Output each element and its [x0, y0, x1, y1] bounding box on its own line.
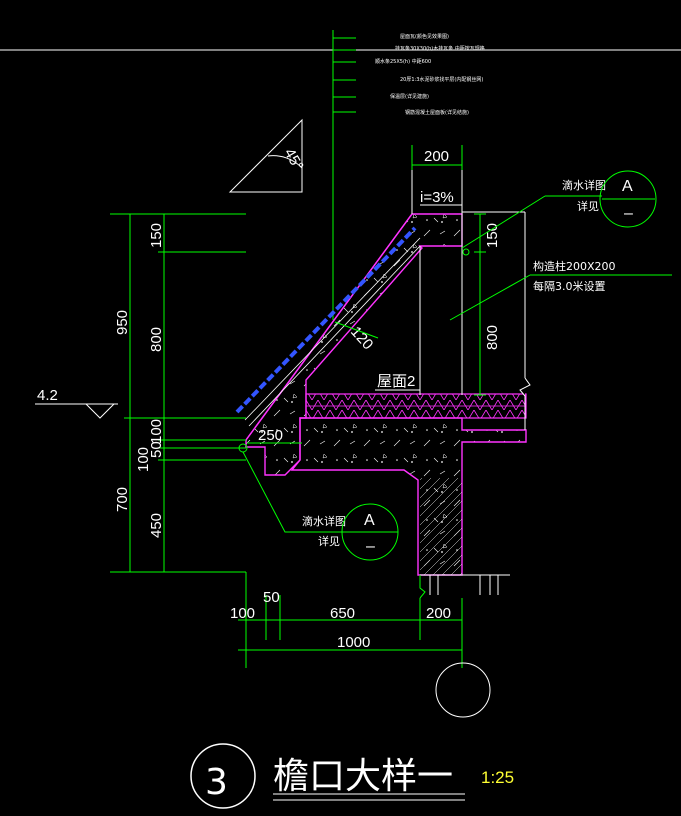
bottom-dim: 200: [426, 605, 451, 622]
layer-note: 屋面瓦(颜色见效果图): [400, 33, 449, 40]
right-dimensions: 150 800: [474, 213, 501, 396]
slope-label: i=3%: [420, 189, 454, 206]
drawing-number: 3: [205, 762, 228, 803]
right-dim-label: 150: [484, 223, 501, 248]
layer-note: 钢筋混凝土屋面板(详见结施): [405, 109, 469, 116]
left-dim-labels: 950 700 150 800 100 100 50 450: [114, 223, 165, 538]
left-detail-dim: 450: [148, 513, 165, 538]
column-note-line: 构造柱200X200: [533, 259, 616, 273]
layer-note: 顺水条25X5(h) 中距600: [375, 58, 431, 65]
bottom-total-dim: 1000: [337, 634, 370, 651]
column-note: 构造柱200X200 每隔3.0米设置: [449, 259, 672, 321]
top-dimension: 200: [411, 145, 463, 170]
elevation-label: 4.2: [37, 387, 58, 404]
wall-lines: [411, 150, 531, 430]
drip-callout-top: 滴水详图 详见 A –: [461, 170, 657, 256]
left-detail-dim: 100: [135, 447, 152, 472]
drip-callout-sub: 详见: [318, 534, 340, 548]
drip-callout-title: 滴水详图: [302, 514, 346, 528]
drip-ref-letter: A: [364, 512, 375, 529]
layer-notes-leader: [332, 30, 356, 320]
bottom-dim: 50: [263, 589, 280, 606]
drawing-scale: 1:25: [481, 768, 514, 787]
elevation-mark: 4.2: [35, 387, 118, 419]
left-detail-dim: 150: [148, 223, 165, 248]
drawing-title: 檐口大样一: [273, 756, 453, 797]
left-detail-dim: 100: [148, 419, 165, 444]
drawing-title-block: 3 檐口大样一 1:25: [190, 743, 514, 809]
drip-callout-title: 滴水详图: [562, 178, 606, 192]
bottom-dim: 650: [330, 605, 355, 622]
drip-callout-sub: 详见: [577, 199, 599, 213]
drip-callout-bottom: 滴水详图 详见 A –: [238, 443, 399, 561]
left-detail-dim: 50: [148, 441, 165, 458]
angle-label: 45°: [281, 146, 307, 174]
bottom-dim: 100: [230, 605, 255, 622]
foundation-marks: [419, 574, 510, 599]
drip-ref-sheet: –: [366, 538, 375, 555]
roof-tile-layer: [235, 226, 421, 427]
layer-note: 挂瓦条30X30(h)木挂瓦条 中距按瓦规格: [395, 45, 485, 52]
bottom-dim-labels: 100 50 650 200 1000: [230, 589, 451, 651]
left-overall-dim: 700: [114, 487, 131, 512]
layer-note: 保温层(详见建施): [390, 93, 429, 100]
drip-ref-letter: A: [622, 178, 633, 195]
layer-note: 20厚1:3水泥砂浆找平层(内配钢丝网): [400, 76, 483, 83]
top-dim-label: 200: [424, 148, 449, 165]
layer-notes: 屋面瓦(颜色见效果图) 挂瓦条30X30(h)木挂瓦条 中距按瓦规格 顺水条25…: [375, 33, 485, 116]
left-dimensions: [110, 213, 247, 660]
right-dim-label: 800: [484, 325, 501, 350]
axis-bubble: [435, 598, 491, 718]
drip-ref-sheet: –: [624, 205, 633, 222]
left-detail-dim: 800: [148, 327, 165, 352]
column-note-line: 每隔3.0米设置: [533, 279, 606, 293]
inner-dim-label: 250: [258, 427, 283, 444]
roof-label: 屋面2: [377, 373, 415, 390]
left-overall-dim: 950: [114, 310, 131, 335]
slope-angle-symbol: 45°: [228, 118, 307, 193]
